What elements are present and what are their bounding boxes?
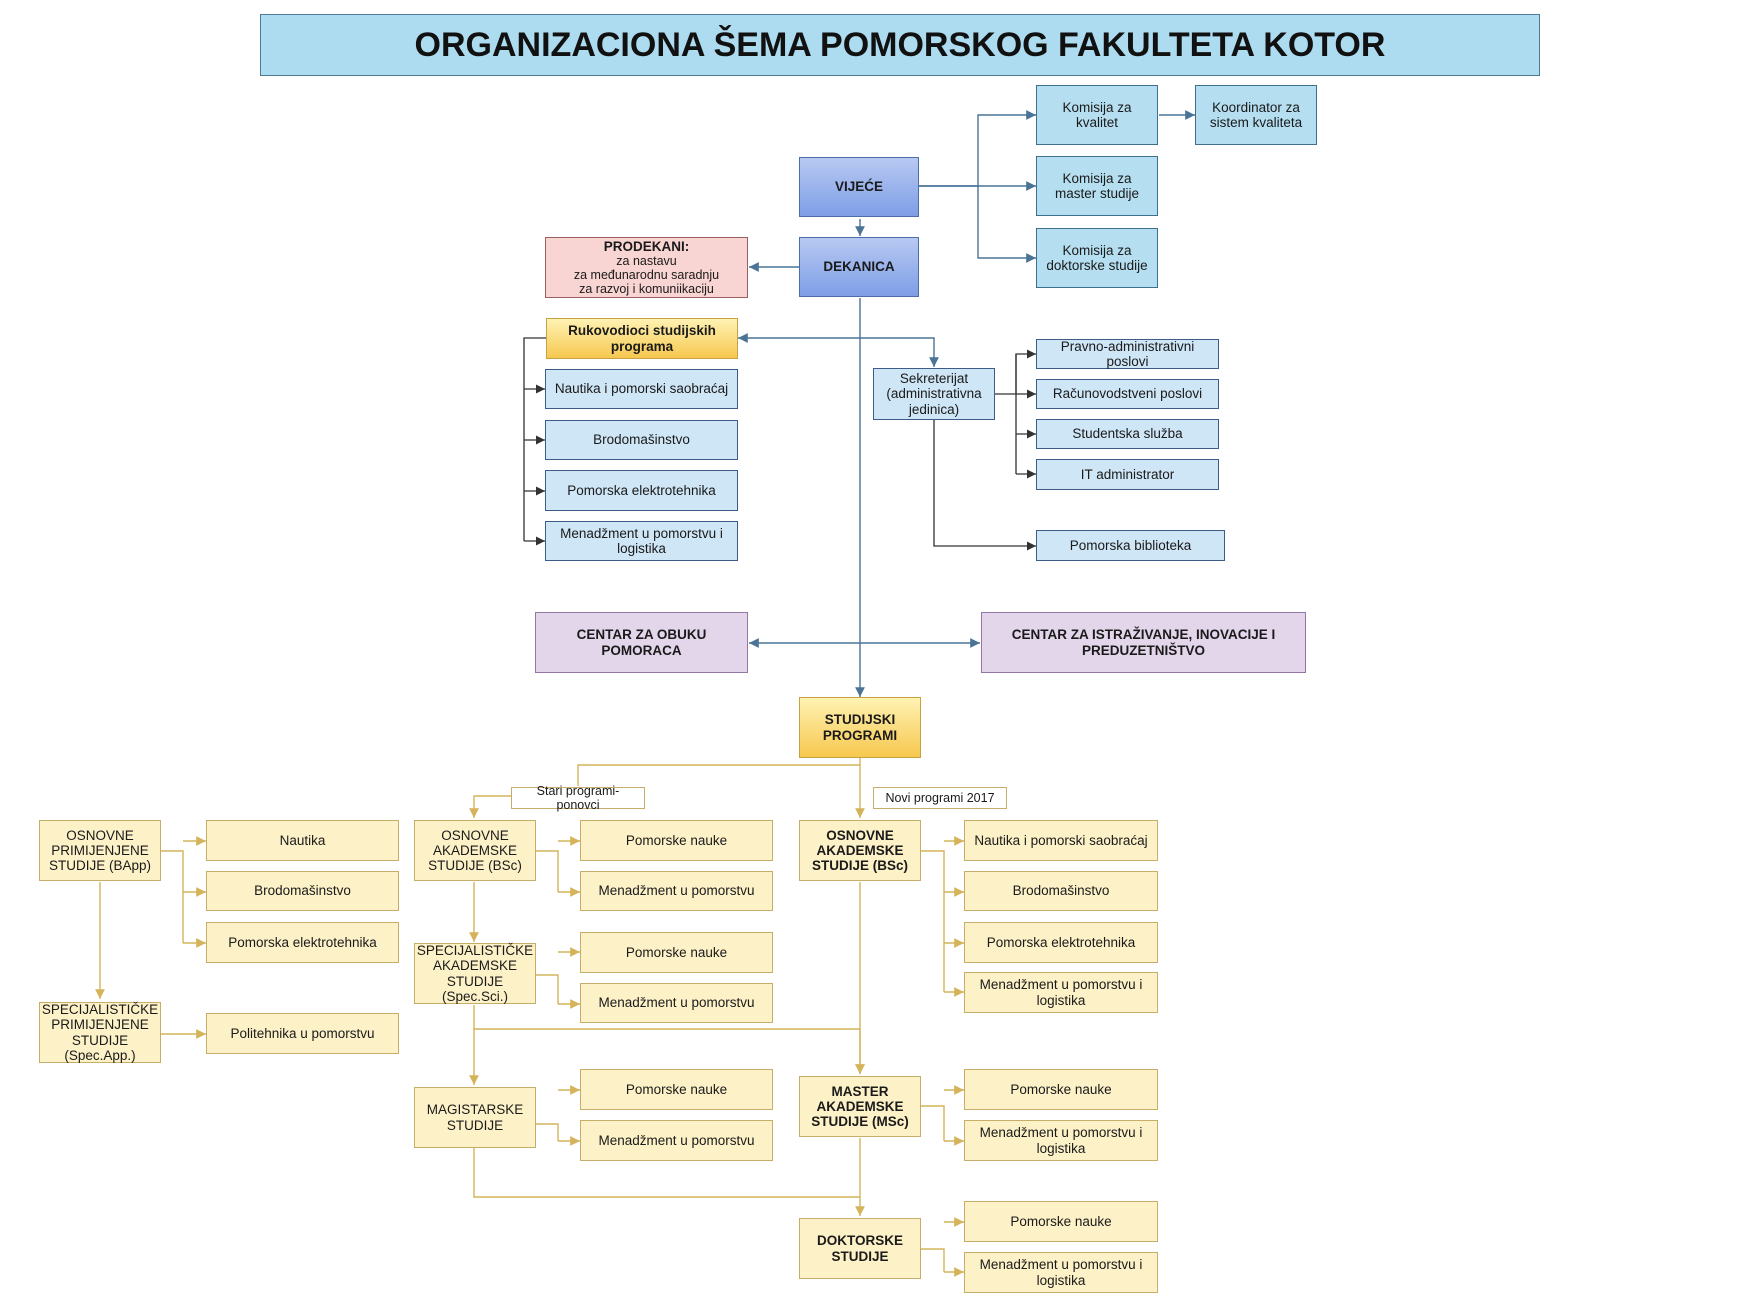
vice-deans-box: PRODEKANI: za nastavu za međunarodnu sar… bbox=[545, 237, 748, 298]
secretariat-item: Računovodstveni poslovi bbox=[1036, 379, 1219, 409]
applied-specialist-box: SPECIJALISTIČKE PRIMIJENJENE STUDIJE (Sp… bbox=[39, 1002, 161, 1063]
academic-bachelor-old-item: Menadžment u pomorstvu bbox=[580, 871, 773, 911]
doctoral-item: Menadžment u pomorstvu i logistika bbox=[964, 1252, 1158, 1293]
academic-bachelor-old-item: Pomorske nauke bbox=[580, 820, 773, 861]
training-center-box: CENTAR ZA OBUKU POMORACA bbox=[535, 612, 748, 673]
master-commission-box: Komisija za master studije bbox=[1036, 156, 1158, 216]
academic-specialist-box: SPECIJALISTIČKE AKADEMSKE STUDIJE (Spec.… bbox=[414, 943, 536, 1004]
academic-bachelor-old-box: OSNOVNE AKADEMSKE STUDIJE (BSc) bbox=[414, 820, 536, 881]
library-box: Pomorska biblioteka bbox=[1036, 530, 1225, 561]
vice-dean-line: za nastavu bbox=[616, 254, 677, 269]
quality-coordinator-box: Koordinator za sistem kvaliteta bbox=[1195, 85, 1317, 145]
applied-bachelor-box: OSNOVNE PRIMIJENJENE STUDIJE (BApp) bbox=[39, 820, 161, 881]
academic-bachelor-new-item: Menadžment u pomorstvu i logistika bbox=[964, 972, 1158, 1013]
master-item: Menadžment u pomorstvu i logistika bbox=[964, 1120, 1158, 1161]
master-box: MASTER AKADEMSKE STUDIJE (MSc) bbox=[799, 1076, 921, 1137]
vice-deans-heading: PRODEKANI: bbox=[603, 238, 690, 254]
magister-item: Menadžment u pomorstvu bbox=[580, 1120, 773, 1161]
program-leader-item: Menadžment u pomorstvu i logistika bbox=[545, 521, 738, 561]
academic-bachelor-new-item: Pomorska elektrotehnika bbox=[964, 922, 1158, 963]
academic-bachelor-new-box: OSNOVNE AKADEMSKE STUDIJE (BSc) bbox=[799, 820, 921, 881]
doctoral-box: DOKTORSKE STUDIJE bbox=[799, 1218, 921, 1279]
secretariat-item: Pravno-administrativni poslovi bbox=[1036, 339, 1219, 369]
dean-box: DEKANICA bbox=[799, 237, 919, 297]
applied-bachelor-item: Brodomašinstvo bbox=[206, 871, 399, 911]
academic-bachelor-new-item: Brodomašinstvo bbox=[964, 871, 1158, 911]
new-programs-tag: Novi programi 2017 bbox=[873, 787, 1007, 809]
quality-commission-box: Komisija za kvalitet bbox=[1036, 85, 1158, 145]
applied-bachelor-item: Pomorska elektrotehnika bbox=[206, 922, 399, 963]
chart-title: ORGANIZACIONA ŠEMA POMORSKOG FAKULTETA K… bbox=[260, 14, 1540, 76]
doctoral-item: Pomorske nauke bbox=[964, 1201, 1158, 1242]
study-connectors bbox=[95, 758, 964, 1277]
doctoral-commission-box: Komisija za doktorske studije bbox=[1036, 228, 1158, 288]
program-leader-item: Brodomašinstvo bbox=[545, 420, 738, 460]
old-programs-tag: Stari programi-ponovci bbox=[511, 784, 645, 812]
magister-box: MAGISTARSKE STUDIJE bbox=[414, 1087, 536, 1148]
study-programs-box: STUDIJSKI PROGRAMI bbox=[799, 697, 921, 758]
secretariat-item: IT administrator bbox=[1036, 459, 1219, 490]
academic-specialist-item: Pomorske nauke bbox=[580, 932, 773, 973]
applied-specialist-item: Politehnika u pomorstvu bbox=[206, 1013, 399, 1054]
program-leader-item: Nautika i pomorski saobraćaj bbox=[545, 369, 738, 409]
program-leaders-box: Rukovodioci studijskih programa bbox=[546, 318, 738, 359]
vice-dean-line: za razvoj i komuniikaciju bbox=[579, 282, 714, 297]
secretariat-box: Sekreterijat (administrativna jedinica) bbox=[873, 368, 995, 420]
academic-bachelor-new-item: Nautika i pomorski saobraćaj bbox=[964, 820, 1158, 861]
applied-bachelor-item: Nautika bbox=[206, 820, 399, 861]
research-center-box: CENTAR ZA ISTRAŽIVANJE, INOVACIJE I PRED… bbox=[981, 612, 1306, 673]
program-leader-item: Pomorska elektrotehnika bbox=[545, 470, 738, 511]
academic-specialist-item: Menadžment u pomorstvu bbox=[580, 983, 773, 1023]
master-item: Pomorske nauke bbox=[964, 1069, 1158, 1110]
magister-item: Pomorske nauke bbox=[580, 1069, 773, 1110]
governance-connectors bbox=[738, 110, 1195, 697]
list-connectors bbox=[523, 337, 1036, 551]
secretariat-item: Studentska služba bbox=[1036, 419, 1219, 449]
vice-dean-line: za međunarodnu saradnju bbox=[573, 268, 720, 283]
council-box: VIJEĆE bbox=[799, 157, 919, 217]
